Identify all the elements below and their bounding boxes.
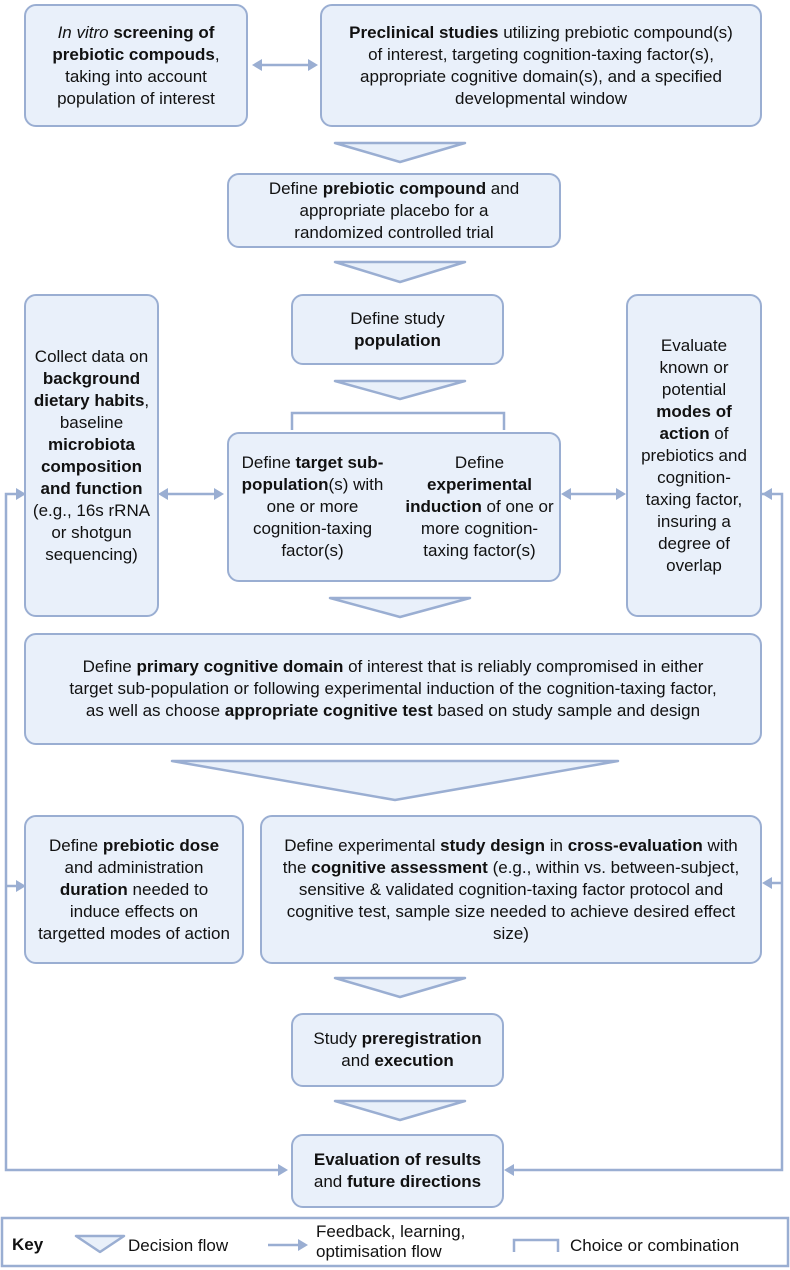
collect-bold-1: background dietary habits [33,368,145,410]
dose-mid: and administration [64,857,204,877]
screening-box: In vitro screening of prebiotic compouds… [24,4,248,127]
population-bold: population [354,330,441,350]
subpopulation-half: Define target sub-population(s) with one… [229,434,396,580]
prereg-bold-2: execution [374,1051,454,1070]
evaluation-box: Evaluation of results and future directi… [291,1134,504,1208]
subpop-bold: target sub-population [241,453,384,494]
decision-flow-arrow-4 [328,596,472,619]
design-mid-2: with the [282,835,738,877]
induction-text: of one or more cognition-taxing factor(s… [420,497,554,560]
prereg-mid: and [341,1051,375,1070]
key-choice-label: Choice or combination [570,1236,740,1255]
induction-pre: Define [454,453,505,472]
key-decision-label: Decision flow [128,1236,229,1255]
domain-bold-2: appropriate cognitive test [224,701,433,720]
choice-bracket [290,411,506,430]
preclinical-box: Preclinical studies utilizing prebiotic … [320,4,762,127]
key-frame [0,1216,790,1268]
prereg-bold-1: preregistration [361,1029,482,1048]
modes-of-action-box: Evaluate known or potential modes of act… [626,294,762,617]
domain-pre: Define [82,657,137,676]
design-text: (e.g., within vs. between-subject, sensi… [286,857,740,943]
evaluation-bold-1: Evaluation of results [313,1150,482,1169]
decision-flow-arrow-1 [333,141,467,164]
screening-bold: screening of prebiotic compouds [52,22,215,64]
modes-bold: modes of action [656,401,732,443]
key-feedback-label: Feedback, learning, optimisation flow [316,1222,466,1261]
preclinical-bold: Preclinical studies [349,22,499,42]
key-decision-arrow [74,1234,126,1254]
collect-data-box: Collect data on background dietary habit… [24,294,159,617]
cognitive-domain-box: Define primary cognitive domain of inter… [24,633,762,745]
evaluation-mid: and [313,1172,347,1191]
induction-bold: experimental induction [405,475,532,516]
key-choice-bracket [512,1238,560,1252]
subpop-pre: Define [241,453,296,472]
induction-half: Define experimental induction of one or … [396,434,563,580]
dose-box: Define prebiotic dose and administration… [24,815,244,964]
subpop-text: (s) with one or more cognition-taxing fa… [252,475,384,560]
modes-text: of prebiotics and cognition-taxing facto… [641,423,747,575]
subpopulation-induction-box: Define target sub-population(s) with one… [227,432,561,582]
evaluation-bold-2: future directions [346,1172,482,1191]
dose-bold-2: duration [59,879,128,899]
prereg-pre: Study [313,1029,362,1048]
collect-pre: Collect data on [34,346,149,366]
screening-text: , taking into account population of inte… [57,44,220,108]
design-bold-2: cross-evaluation [567,835,703,855]
key-title: Key [12,1235,44,1254]
compound-box: Define prebiotic compound and appropriat… [227,173,561,248]
domain-text: based on study sample and design [432,701,701,720]
decision-flow-arrow-6 [333,976,467,999]
dose-bold-1: prebiotic dose [102,835,220,855]
study-design-box: Define experimental study design in cros… [260,815,762,964]
design-pre: Define experimental [284,835,441,855]
decision-flow-arrow-7 [333,1099,467,1122]
compound-bold: prebiotic compound [322,178,487,198]
screening-italic: In vitro [57,22,109,42]
decision-flow-arrow-3 [333,379,467,401]
domain-mid: of interest that is reliably compromised… [69,657,717,720]
modes-pre: Evaluate known or potential [659,335,729,399]
collect-text: (e.g., 16s rRNA or shotgun sequencing) [32,500,151,564]
dose-pre: Define [48,835,103,855]
population-pre: Define study [350,308,445,328]
collect-mid: , baseline [59,390,150,432]
design-bold-1: study design [440,835,545,855]
dose-text: needed to induce effects on targetted mo… [38,879,230,943]
compound-text: and appropriate placebo for a randomized… [294,178,520,242]
preclinical-text: utilizing prebiotic compound(s) of inter… [360,22,733,108]
collect-bold-2: microbiota composition and function [40,434,143,498]
design-mid-1: in [545,835,568,855]
population-box: Define study population [291,294,504,365]
design-bold-3: cognitive assessment [311,857,488,877]
compound-pre: Define [268,178,323,198]
decision-flow-arrow-2 [333,260,467,284]
preregistration-box: Study preregistration and execution [291,1013,504,1087]
decision-flow-arrow-5 [170,759,620,802]
domain-bold-1: primary cognitive domain [136,657,344,676]
